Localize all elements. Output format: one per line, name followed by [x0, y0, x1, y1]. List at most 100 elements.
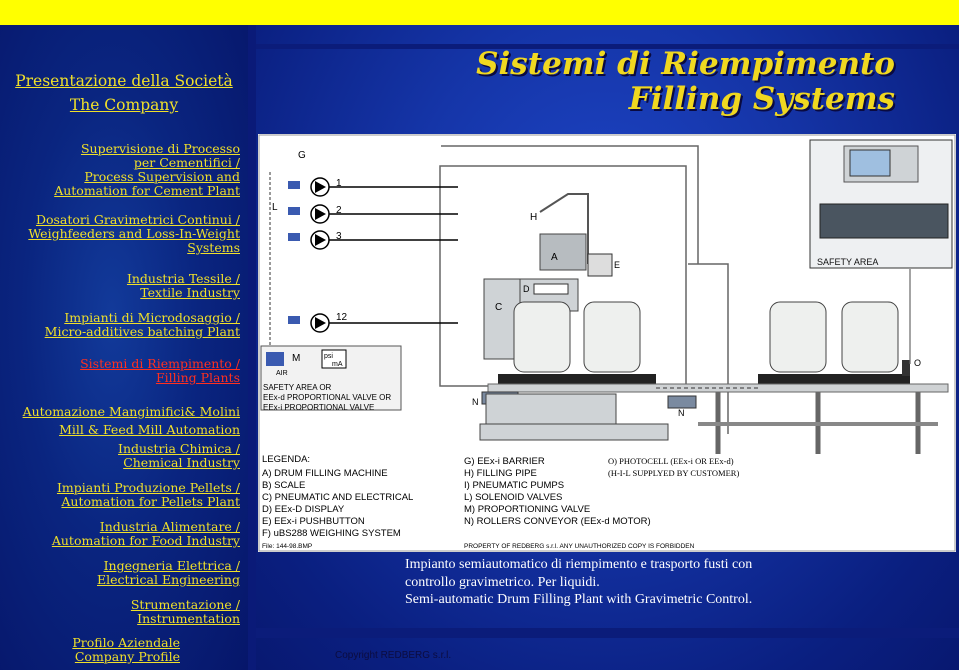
- nav-label: Dosatori Gravimetrici Continui /: [35, 212, 240, 227]
- nav-label: Chemical Industry: [123, 455, 240, 470]
- nav-label: Filling Plants: [155, 370, 240, 385]
- valve-icon: [266, 352, 284, 366]
- divider: [256, 44, 959, 49]
- nav-food[interactable]: Industria Alimentare / Automation for Fo…: [52, 520, 240, 548]
- nav-label: Ingegneria Elettrica /: [103, 558, 240, 573]
- company-link-en[interactable]: The Company: [69, 96, 179, 114]
- nav-label: Automazione Mangimifici& Molini: [22, 404, 240, 419]
- company-link-it[interactable]: Presentazione della Società: [15, 72, 233, 90]
- diagram-svg: SAFETY AREA L G 1 2 3 12 M psi mA AIR: [258, 134, 956, 552]
- nav-label: Strumentazione /: [130, 597, 240, 612]
- nav-label: Automation for Cement Plant: [54, 183, 240, 198]
- letter-n: N: [678, 408, 685, 418]
- scale-frame: [485, 393, 617, 425]
- nav-label: Instrumentation: [137, 611, 240, 626]
- scale-base: [479, 423, 669, 441]
- sidebar: Presentazione della Società The Company …: [0, 25, 248, 670]
- operator-screen: [849, 149, 891, 177]
- pump-number: 3: [336, 231, 342, 242]
- caption-line: Impianto semiautomatico di riempimento e…: [405, 557, 753, 572]
- nav-chemical[interactable]: Industria Chimica / Chemical Industry: [118, 442, 240, 470]
- nav-label: Micro-additives batching Plant: [44, 324, 240, 339]
- nav-pellets[interactable]: Impianti Produzione Pellets / Automation…: [57, 481, 240, 509]
- nav-label: Impianti Produzione Pellets /: [56, 480, 240, 495]
- display-screen: [533, 283, 569, 295]
- nav-textile[interactable]: Industria Tessile / Textile Industry: [127, 272, 240, 300]
- filling-pipe: [539, 193, 589, 264]
- legend-left: A) DRUM FILLING MACHINE B) SCALE C) PNEU…: [262, 468, 413, 539]
- legend-item: H) FILLING PIPE: [464, 468, 537, 479]
- pump-group: L G 1 2 3 12: [269, 150, 458, 354]
- cable-line: [688, 263, 729, 434]
- plant-diagram: SAFETY AREA L G 1 2 3 12 M psi mA AIR: [258, 134, 956, 552]
- nav-feed-mill[interactable]: Automazione Mangimifici& Molini Mill & F…: [23, 403, 240, 439]
- letter-l: L: [272, 202, 278, 213]
- nav-label: Textile Industry: [140, 285, 240, 300]
- top-bar: [0, 0, 959, 25]
- diagram-border: [258, 134, 956, 552]
- drum-group: [513, 301, 899, 373]
- air-label: AIR: [276, 370, 288, 377]
- letter-c: C: [495, 302, 502, 313]
- legend-item: G) EEx-i BARRIER: [464, 456, 545, 467]
- legend-item: E) EEx-i PUSHBUTTON: [262, 516, 365, 527]
- filling-machine-head: [539, 233, 587, 271]
- nav-label: Profilo Aziendale: [72, 635, 180, 650]
- page-title-it: Sistemi di Riempimento: [476, 46, 895, 82]
- cable-line: [441, 145, 699, 264]
- drum: [583, 301, 641, 373]
- nav-label: Sistemi di Riempimento /: [80, 356, 240, 371]
- legend-item: A) DRUM FILLING MACHINE: [262, 468, 388, 479]
- drum: [769, 301, 827, 373]
- legend-item: C) PNEUMATIC AND ELECTRICAL: [262, 492, 413, 503]
- nav-label: Process Supervision and: [84, 169, 240, 184]
- nav-weighfeeders[interactable]: Dosatori Gravimetrici Continui / Weighfe…: [28, 213, 240, 255]
- nav-label: Supervisione di Processo: [80, 141, 240, 156]
- nav-microdosing[interactable]: Impianti di Microdosaggio / Micro-additi…: [45, 311, 240, 339]
- legend-right: O) PHOTOCELL (EEx-i OR EEx-d) (H-I-L SUP…: [608, 456, 739, 478]
- legend-item: D) EEx-D DISPLAY: [262, 504, 345, 515]
- pump-number: 12: [336, 312, 348, 323]
- scale-platform: [498, 374, 656, 384]
- letter-h: H: [530, 212, 537, 223]
- letter-n: N: [472, 397, 479, 407]
- letter-a: A: [551, 252, 558, 263]
- psi-label: psi: [324, 353, 333, 360]
- legend-title: LEGENDA:: [262, 454, 310, 465]
- pushbutton-box: [587, 253, 613, 277]
- file-label: File: 144-98.BMP: [262, 543, 312, 550]
- legend-item: B) SCALE: [262, 480, 305, 491]
- nav-filling-plants[interactable]: Sistemi di Riempimento / Filling Plants: [80, 357, 240, 385]
- letter-e: E: [614, 260, 620, 270]
- plc-rack: [819, 203, 949, 239]
- nav-electrical[interactable]: Ingegneria Elettrica / Electrical Engine…: [97, 559, 240, 587]
- nav-label: Automation for Food Industry: [51, 533, 240, 548]
- solenoid-valve: [288, 233, 300, 241]
- roller-platform: [758, 374, 910, 384]
- nav-cement-plant[interactable]: Supervisione di Processo per Cementifici…: [54, 142, 240, 198]
- solenoid-valve: [288, 181, 300, 189]
- nav-label: Industria Alimentare /: [99, 519, 240, 534]
- divider: [256, 628, 959, 638]
- safety-area-label: SAFETY AREA: [817, 257, 878, 267]
- nav-instrumentation[interactable]: Strumentazione / Instrumentation: [131, 598, 240, 626]
- nav-label: Mill & Feed Mill Automation: [59, 422, 240, 437]
- nav-company-profile[interactable]: Profilo Aziendale Company Profile: [72, 636, 180, 664]
- rollers-conveyor: [487, 383, 949, 393]
- drum: [513, 301, 571, 373]
- nav-label: Company Profile: [74, 649, 180, 664]
- divider: [248, 25, 256, 670]
- letter-d: D: [523, 284, 530, 294]
- psi-ma-converter: [321, 349, 347, 369]
- nav-label: Automation for Pellets Plant: [61, 494, 240, 509]
- legend-item: N) ROLLERS CONVEYOR (EEx-d MOTOR): [464, 516, 651, 527]
- legend-mid: G) EEx-i BARRIER H) FILLING PIPE I) PNEU…: [464, 456, 651, 527]
- legend-item: M) PROPORTIONING VALVE: [464, 504, 590, 515]
- copyright: Copyright REDBERG s.r.l.: [335, 650, 452, 661]
- safety-area-or-label: SAFETY AREA OR: [263, 383, 332, 392]
- legend-item: I) PNEUMATIC PUMPS: [464, 480, 564, 491]
- valve-i-label: EEx-i PROPORTIONAL VALVE: [263, 403, 374, 412]
- pump-number: 2: [336, 205, 342, 216]
- letter-o: O: [914, 358, 921, 368]
- nav-label: per Cementifici /: [133, 155, 240, 170]
